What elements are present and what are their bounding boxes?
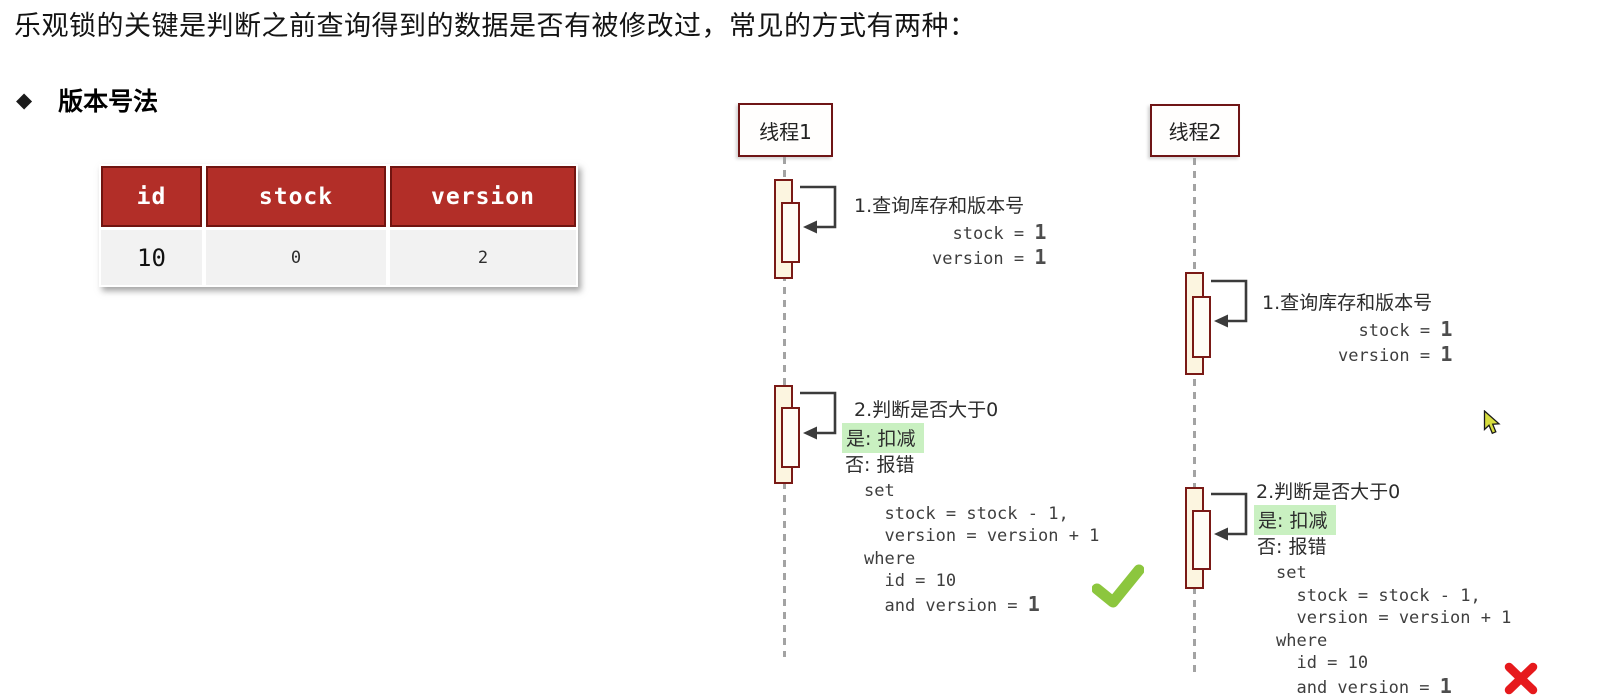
thread2-activation2-inner (1192, 510, 1211, 570)
yes-highlight: 是: 扣减 (842, 423, 925, 453)
self-message-arrow-icon (1211, 279, 1248, 328)
cross-icon (1504, 662, 1538, 695)
self-message-arrow-icon (800, 391, 837, 440)
thread2-step2-message: 2.判断是否大于0 是: 扣减 否: 报错 set stock = stock … (1254, 481, 1511, 697)
cell-stock-value: 0 (206, 230, 386, 285)
cell-version-value: 2 (390, 230, 576, 285)
self-message-arrow-icon (1211, 492, 1248, 541)
version-value-line: version = 1 (1338, 341, 1453, 366)
sql-block: set stock = stock - 1, version = version… (1276, 563, 1512, 697)
table-header-row: id stock version (101, 166, 576, 227)
thread2-activation1-inner (1192, 296, 1211, 358)
thread2-step1-message: 1.查询库存和版本号 stock = 1 version = 1 (1262, 290, 1452, 367)
thread2-lifeline (1193, 158, 1196, 675)
thread2-actor-box: 线程2 (1150, 104, 1240, 157)
stock-value-line: stock = 1 (1338, 317, 1453, 341)
stock-value-line: stock = 1 (932, 220, 1047, 244)
step-title: 2.判断是否大于0 (854, 399, 999, 421)
no-line: 否: 报错 (1257, 536, 1327, 558)
version-value-line: version = 1 (932, 244, 1047, 269)
thread2-label: 线程2 (1168, 120, 1222, 144)
thread1-activation1-inner (781, 202, 800, 263)
sql-block: set stock = stock - 1, version = version… (864, 481, 1100, 616)
step-title: 2.判断是否大于0 (1256, 481, 1401, 503)
mouse-cursor-icon (1483, 410, 1501, 435)
thread1-step1-message: 1.查询库存和版本号 stock = 1 version = 1 (854, 193, 1046, 270)
table-row: 10 0 2 (101, 230, 576, 285)
cell-id-value: 10 (101, 230, 202, 285)
version-table: id stock version 10 0 2 (99, 164, 578, 287)
table-header-stock: stock (206, 166, 386, 227)
step-title: 1.查询库存和版本号 (1262, 292, 1433, 314)
self-message-arrow-icon (800, 185, 837, 234)
diamond-bullet-icon: ◆ (16, 88, 33, 112)
thread1-label: 线程1 (759, 119, 812, 144)
yes-highlight: 是: 扣减 (1254, 505, 1337, 535)
table-header-id: id (101, 166, 202, 227)
thread1-step2-message: 2.判断是否大于0 是: 扣减 否: 报错 set stock = stock … (842, 399, 1099, 617)
check-icon (1092, 564, 1144, 608)
no-line: 否: 报错 (845, 454, 915, 476)
step-title: 1.查询库存和版本号 (854, 195, 1025, 217)
section-heading: ◆ 版本号法 (16, 82, 158, 118)
intro-text: 乐观锁的关键是判断之前查询得到的数据是否有被修改过，常见的方式有两种： (14, 11, 977, 42)
section-title: 版本号法 (58, 87, 159, 116)
thread1-actor-box: 线程1 (738, 103, 833, 157)
thread1-activation2-inner (781, 407, 800, 468)
table-header-version: version (390, 166, 576, 227)
